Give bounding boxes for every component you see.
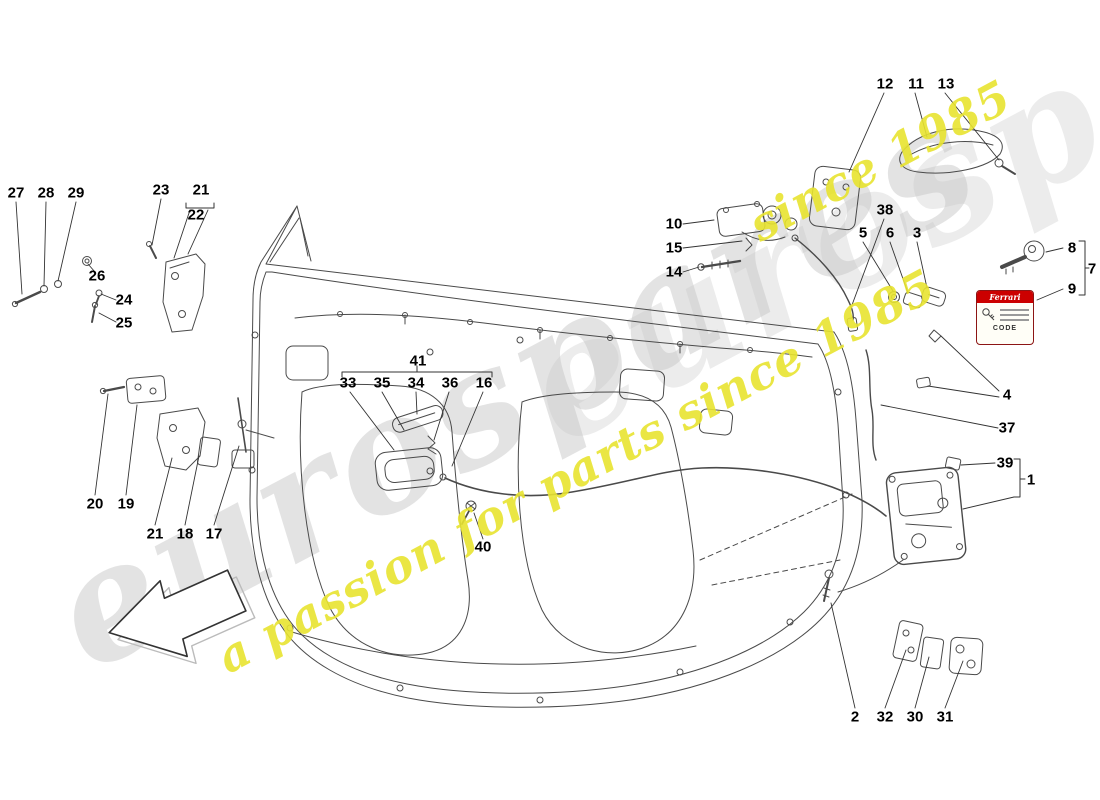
part-label-32: 32 bbox=[876, 708, 894, 726]
part-label-37: 37 bbox=[998, 419, 1016, 437]
part-label-8: 8 bbox=[1067, 239, 1077, 257]
part-label-21-mid: 21 bbox=[146, 525, 164, 543]
part-label-38: 38 bbox=[876, 201, 894, 219]
part-label-31: 31 bbox=[936, 708, 954, 726]
part-label-10: 10 bbox=[665, 215, 683, 233]
part-label-15: 15 bbox=[665, 239, 683, 257]
routing-dashes bbox=[699, 493, 853, 586]
handle-backplate bbox=[808, 165, 862, 231]
door-check-strap bbox=[231, 397, 275, 469]
part-label-20: 20 bbox=[86, 495, 104, 513]
part-label-1: 1 bbox=[1026, 471, 1036, 489]
handle-screw bbox=[461, 500, 477, 525]
part-label-13: 13 bbox=[937, 75, 955, 93]
part-label-12: 12 bbox=[876, 75, 894, 93]
part-label-5: 5 bbox=[858, 224, 868, 242]
lock-cylinder bbox=[888, 286, 947, 389]
group-brackets bbox=[173, 202, 1090, 498]
card-brand-label: Ferrari bbox=[977, 291, 1033, 303]
part-label-19: 19 bbox=[117, 495, 135, 513]
micro-switch bbox=[944, 456, 962, 471]
door-key bbox=[1000, 240, 1045, 275]
part-label-23: 23 bbox=[152, 181, 170, 199]
exterior-handle-blade bbox=[899, 128, 1016, 175]
part-label-21-top: 21 bbox=[192, 181, 210, 199]
part-label-3: 3 bbox=[912, 224, 922, 242]
door-lock-assembly bbox=[837, 466, 967, 593]
part-label-22: 22 bbox=[187, 206, 205, 224]
card-body bbox=[977, 303, 1033, 325]
part-label-17: 17 bbox=[205, 525, 223, 543]
part-label-33: 33 bbox=[339, 374, 357, 392]
part-label-30: 30 bbox=[906, 708, 924, 726]
part-label-6: 6 bbox=[885, 224, 895, 242]
part-label-29: 29 bbox=[67, 184, 85, 202]
exterior-handle-mechanism bbox=[697, 201, 798, 271]
card-text-lines bbox=[1000, 306, 1029, 324]
part-label-7: 7 bbox=[1087, 260, 1097, 278]
part-label-18: 18 bbox=[176, 525, 194, 543]
part-label-28: 28 bbox=[37, 184, 55, 202]
part-label-34: 34 bbox=[407, 374, 425, 392]
part-label-41: 41 bbox=[409, 352, 427, 370]
part-label-14: 14 bbox=[665, 263, 683, 281]
wiring-harness bbox=[294, 311, 813, 358]
release-cable bbox=[444, 466, 887, 517]
front-hinge-lower bbox=[99, 375, 221, 471]
part-label-24: 24 bbox=[115, 291, 133, 309]
part-label-9: 9 bbox=[1067, 280, 1077, 298]
key-icon bbox=[982, 308, 995, 321]
part-label-36: 36 bbox=[441, 374, 459, 392]
part-label-2: 2 bbox=[850, 708, 860, 726]
door-outline bbox=[249, 205, 863, 708]
lock-mount-screw bbox=[822, 569, 834, 602]
lock-cable bbox=[791, 234, 859, 332]
lock-rod bbox=[865, 349, 877, 461]
part-label-16: 16 bbox=[475, 374, 493, 392]
part-label-26: 26 bbox=[88, 267, 106, 285]
part-label-39: 39 bbox=[996, 454, 1014, 472]
part-label-40: 40 bbox=[474, 538, 492, 556]
panel-fasteners bbox=[248, 331, 850, 704]
key-code-card: Ferrari CODE bbox=[976, 290, 1034, 345]
leader-lines bbox=[15, 92, 1064, 709]
interior-handle bbox=[374, 405, 447, 491]
part-label-25: 25 bbox=[115, 314, 133, 332]
part-label-11: 11 bbox=[908, 75, 924, 93]
card-code-label: CODE bbox=[992, 325, 1018, 332]
part-label-35: 35 bbox=[373, 374, 391, 392]
inner-panel-openings bbox=[285, 345, 734, 656]
part-label-27: 27 bbox=[7, 184, 25, 202]
part-label-4: 4 bbox=[1002, 386, 1012, 404]
direction-arrow bbox=[108, 569, 256, 665]
door-striker bbox=[892, 620, 984, 676]
